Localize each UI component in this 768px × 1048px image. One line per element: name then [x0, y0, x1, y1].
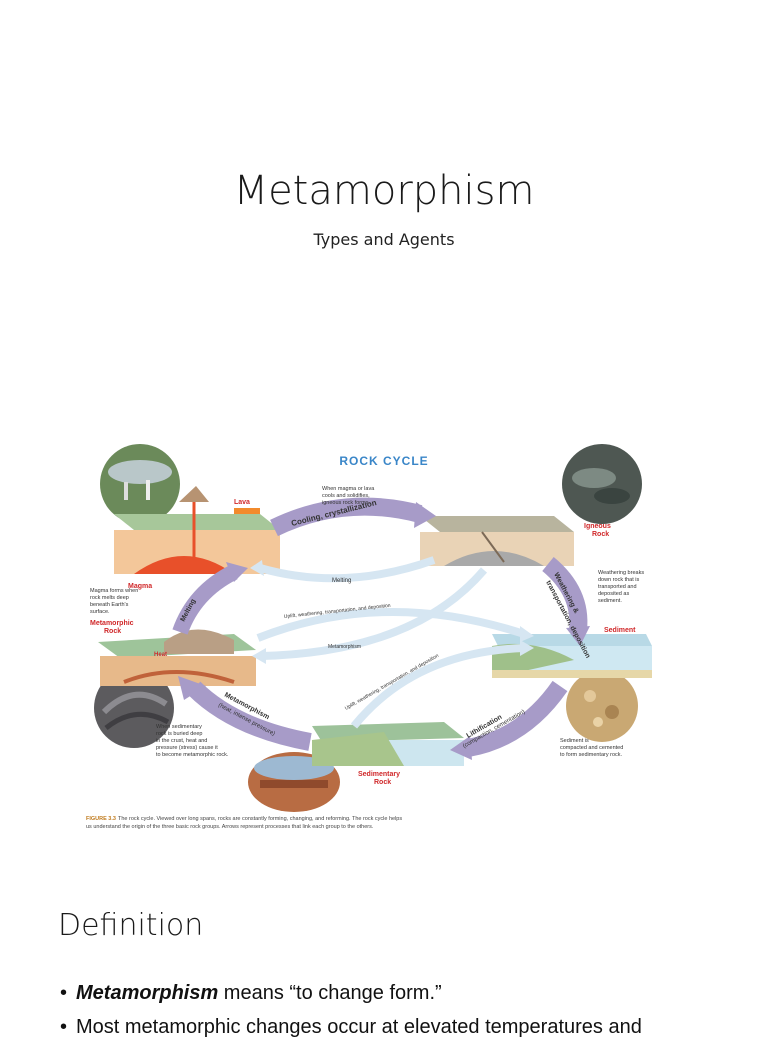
photo-igneous — [562, 444, 642, 524]
label-metamorphic-rock-2: Rock — [104, 628, 121, 635]
label-magma: Magma — [128, 583, 152, 590]
label-igneous-rock-1: Igneous — [584, 523, 611, 530]
note-weathering-breaks: Weathering breaks down rock that is tran… — [598, 570, 646, 604]
label-heat: Heat — [154, 652, 167, 658]
arrow-metamorphism-center-label: Metamorphism — [328, 644, 361, 650]
block-metamorphic — [98, 629, 256, 686]
bullet-text: means “to change form.” — [218, 982, 442, 1004]
rock-cycle-figure: ROCK CYCLE — [84, 442, 666, 834]
photo-sediment — [566, 670, 638, 742]
label-lava: Lava — [234, 499, 250, 506]
arrow-metamorphism — [187, 681, 312, 751]
arrow-metamorphism-center — [261, 567, 488, 660]
bullet-item: Metamorphism means “to change form.” — [60, 980, 760, 1006]
block-sedimentary — [312, 722, 464, 766]
bullet-term: Metamorphism — [76, 982, 219, 1004]
label-metamorphic-rock-1: Metamorphic — [90, 620, 134, 627]
arrow-cooling — [270, 497, 423, 537]
note-magma-or-lava: When magma or lava cools and solidifies,… — [322, 486, 376, 506]
note-magma-forms: Magma forms when rock melts deep beneath… — [90, 588, 140, 615]
photo-metamorphic — [94, 668, 174, 748]
arrow-lithification — [466, 680, 568, 757]
label-sedimentary-rock-1: Sedimentary — [358, 771, 400, 778]
label-sedimentary-rock-2: Rock — [374, 779, 391, 786]
figure-caption: The rock cycle. Viewed over long spans, … — [86, 816, 404, 830]
slide-title: Metamorphism — [233, 168, 535, 214]
arrow-melting-center — [258, 556, 436, 583]
note-sedimentary-buried: When sedimentary rock is buried deep in … — [156, 724, 229, 758]
arrow-uplift-top — [256, 607, 526, 642]
slide-subtitle: Types and Agents — [313, 230, 455, 249]
arrow-uplift-bottom — [350, 644, 525, 729]
block-igneous — [420, 516, 574, 566]
label-sediment: Sediment — [604, 627, 636, 634]
photo-volcano — [100, 444, 180, 524]
definition-bullets: Metamorphism means “to change form.” Mos… — [60, 980, 760, 1048]
definition-title: Definition — [58, 908, 204, 943]
bullet-item: Most metamorphic changes occur at elevat… — [60, 1014, 760, 1040]
label-igneous-rock-2: Rock — [592, 531, 609, 538]
block-sediment — [492, 634, 652, 678]
bullet-text: Most metamorphic changes occur at elevat… — [76, 1016, 642, 1038]
figure-heading: ROCK CYCLE — [339, 454, 428, 468]
arrow-melting-center-label: Melting — [332, 578, 351, 584]
note-sediment-compacted: Sediment is compacted and cemented to fo… — [560, 738, 625, 758]
arrow-weathering — [542, 557, 588, 631]
figure-caption-label: FIGURE 3.3 — [86, 816, 116, 822]
arrow-melting-left — [172, 564, 238, 635]
